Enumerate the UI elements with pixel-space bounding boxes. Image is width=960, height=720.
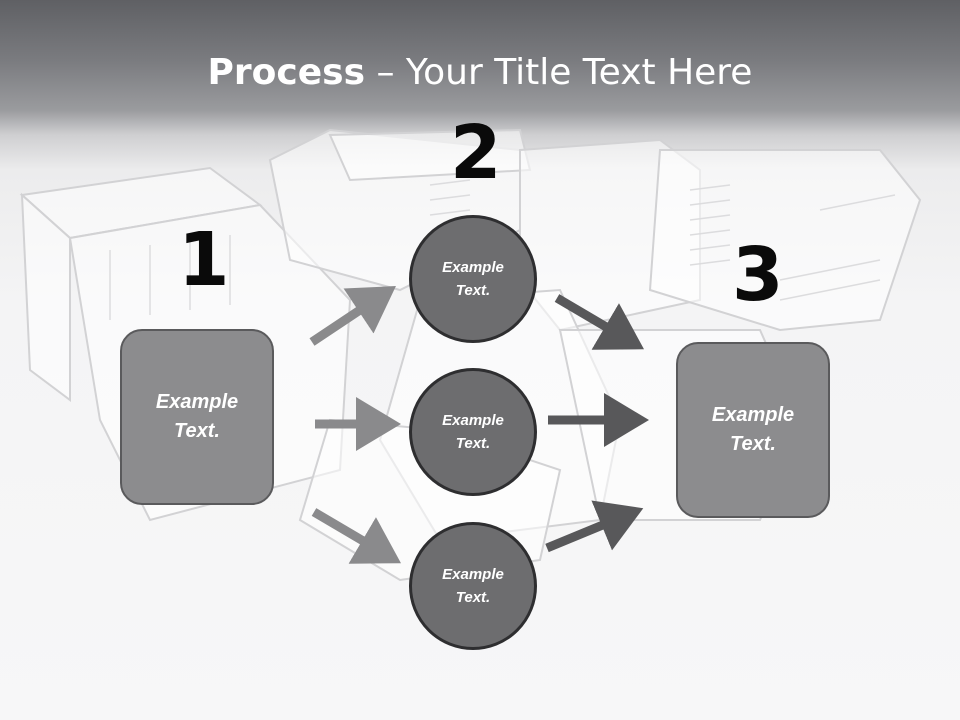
output-box: Example Text. [676,342,830,518]
step-number-3: 3 [732,232,784,318]
title-rest: Your Title Text Here [405,52,753,93]
step-number-1: 1 [178,217,230,303]
middle-circle-center: Example Text. [409,368,537,496]
middle-circle-top: Example Text. [409,215,537,343]
arrow-bottom-to-output [545,500,644,553]
arrow-input-to-top [309,286,396,346]
step-number-2: 2 [450,110,502,196]
middle-circle-bottom: Example Text. [409,522,537,650]
title-bold: Process [207,52,366,93]
arrow-top-to-output [554,294,645,350]
slide-title: Process – Your Title Text Here [0,52,960,93]
input-box: Example Text. [120,329,274,505]
arrow-input-to-bottom [311,508,402,564]
title-separator: – [365,52,406,93]
